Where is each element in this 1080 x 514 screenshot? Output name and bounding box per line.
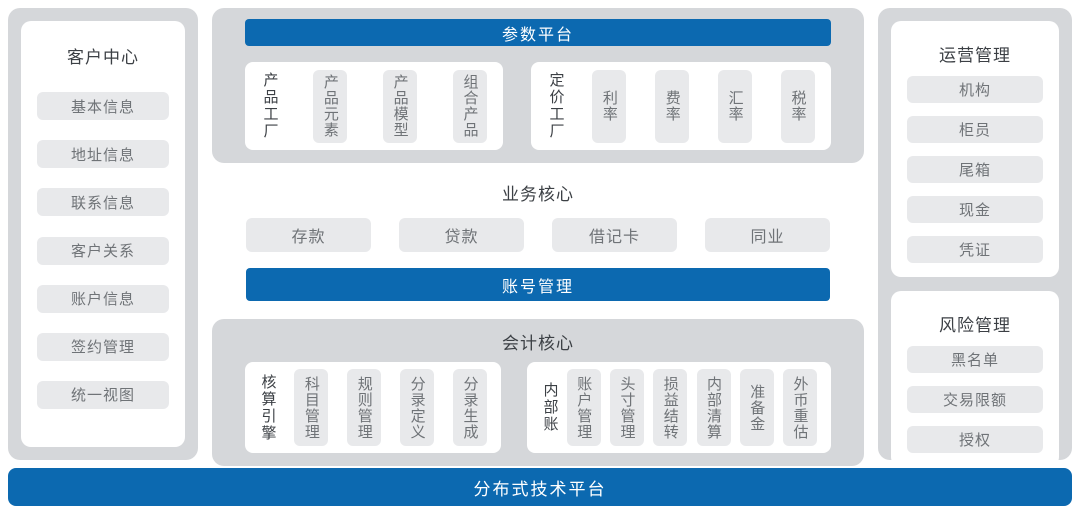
business-core-items: 存款 贷款 借记卡 同业 bbox=[246, 218, 830, 252]
risk-mgmt-card: 风险管理 黑名单 交易限额 授权 bbox=[891, 291, 1059, 467]
pricing-factory-card: 定价工厂 利率 费率 汇率 税率 bbox=[531, 62, 831, 150]
account-mgmt-bar: 账号管理 bbox=[246, 268, 830, 301]
diagram-body: 客户中心 基本信息 地址信息 联系信息 客户关系 账户信息 签约管理 统一视图 … bbox=[8, 8, 1072, 467]
risk-mgmt-title: 风险管理 bbox=[939, 316, 1011, 335]
chip-fx-revaluation-label: 外币重估 bbox=[791, 375, 809, 440]
chip-tax-rate: 税率 bbox=[781, 69, 815, 143]
product-factory-card: 产品工厂 产品元素 产品模型 组合产品 bbox=[245, 62, 503, 150]
chip-account-info: 账户信息 bbox=[37, 284, 169, 313]
accounting-cards-row: 核算引擎 科目管理 规则管理 分录定义 分录生成 内部账 账户管理 头寸管理 损… bbox=[245, 362, 831, 453]
chip-teller: 柜员 bbox=[907, 116, 1043, 143]
chip-entry-definition-label: 分录定义 bbox=[408, 375, 426, 440]
chip-entry-generation: 分录生成 bbox=[453, 369, 487, 446]
operations-mgmt-title: 运营管理 bbox=[939, 46, 1011, 65]
chip-subject-mgmt: 科目管理 bbox=[294, 369, 329, 446]
chip-cash-box: 尾箱 bbox=[907, 156, 1043, 183]
chip-reserve-fund-label: 准备金 bbox=[748, 383, 766, 432]
chip-blacklist: 黑名单 bbox=[907, 346, 1043, 373]
chip-subject-mgmt-label: 科目管理 bbox=[302, 375, 320, 440]
operations-mgmt-items: 机构 柜员 尾箱 现金 凭证 bbox=[907, 76, 1043, 263]
chip-entry-generation-label: 分录生成 bbox=[461, 375, 479, 440]
customer-center-panel: 客户中心 基本信息 地址信息 联系信息 客户关系 账户信息 签约管理 统一视图 bbox=[8, 8, 198, 460]
chip-organization: 机构 bbox=[907, 76, 1043, 103]
chip-reserve-fund: 准备金 bbox=[739, 369, 774, 446]
chip-exchange-rate-label: 汇率 bbox=[726, 90, 744, 122]
chip-position-mgmt-label: 头寸管理 bbox=[618, 375, 636, 440]
chip-address-info: 地址信息 bbox=[37, 140, 169, 169]
chip-product-model: 产品模型 bbox=[383, 69, 418, 143]
chip-contract-mgmt: 签约管理 bbox=[37, 332, 169, 361]
chip-loan: 贷款 bbox=[399, 218, 524, 252]
chip-interest-rate: 利率 bbox=[592, 69, 627, 143]
chip-product-element: 产品元素 bbox=[313, 69, 348, 143]
chip-customer-relation: 客户关系 bbox=[37, 236, 169, 265]
chip-tax-rate-label: 税率 bbox=[789, 90, 807, 122]
accounting-core-panel: 会计核心 核算引擎 科目管理 规则管理 分录定义 分录生成 内部账 账户管理 头… bbox=[212, 319, 864, 466]
right-column-panel: 运营管理 机构 柜员 尾箱 现金 凭证 风险管理 黑名单 交易限额 授权 bbox=[878, 8, 1072, 467]
chip-account-mgmt: 账户管理 bbox=[566, 369, 601, 446]
chip-pnl-carryover: 损益结转 bbox=[653, 369, 688, 446]
customer-center-card: 客户中心 基本信息 地址信息 联系信息 客户关系 账户信息 签约管理 统一视图 bbox=[21, 21, 185, 447]
chip-basic-info: 基本信息 bbox=[37, 92, 169, 121]
accounting-engine-label: 核算引擎 bbox=[259, 373, 277, 442]
accounting-engine-card: 核算引擎 科目管理 规则管理 分录定义 分录生成 bbox=[245, 362, 501, 453]
chip-interbank: 同业 bbox=[705, 218, 830, 252]
param-platform-header: 参数平台 bbox=[245, 19, 831, 46]
internal-account-label: 内部账 bbox=[541, 382, 559, 433]
chip-exchange-rate: 汇率 bbox=[718, 69, 753, 143]
internal-account-card: 内部账 账户管理 头寸管理 损益结转 内部清算 准备金 外币重估 bbox=[527, 362, 831, 453]
chip-internal-clearing-label: 内部清算 bbox=[705, 375, 722, 440]
business-core-section: 业务核心 存款 贷款 借记卡 同业 bbox=[212, 180, 864, 252]
chip-cash: 现金 bbox=[907, 196, 1043, 223]
chip-product-combo-label: 组合产品 bbox=[461, 74, 479, 138]
chip-unified-view: 统一视图 bbox=[37, 380, 169, 409]
chip-fee-rate-label: 费率 bbox=[663, 90, 681, 122]
chip-voucher: 凭证 bbox=[907, 236, 1043, 263]
chip-product-element-label: 产品元素 bbox=[321, 74, 339, 138]
business-core-title: 业务核心 bbox=[502, 185, 574, 204]
chip-product-combo: 组合产品 bbox=[452, 69, 487, 143]
accounting-core-title: 会计核心 bbox=[502, 334, 574, 353]
chip-fx-revaluation: 外币重估 bbox=[783, 369, 817, 446]
chip-rule-mgmt-label: 规则管理 bbox=[355, 375, 373, 440]
product-factory-label: 产品工厂 bbox=[261, 72, 279, 140]
pricing-factory-label: 定价工厂 bbox=[547, 72, 565, 140]
chip-pnl-carryover-label: 损益结转 bbox=[661, 375, 679, 440]
param-platform-panel: 参数平台 产品工厂 产品元素 产品模型 组合产品 定价工厂 利率 费率 汇率 税… bbox=[212, 8, 864, 163]
chip-contact-info: 联系信息 bbox=[37, 188, 169, 217]
chip-authorization: 授权 bbox=[907, 426, 1043, 453]
distributed-tech-platform-bar: 分布式技术平台 bbox=[8, 468, 1072, 506]
chip-position-mgmt: 头寸管理 bbox=[610, 369, 644, 446]
factory-row: 产品工厂 产品元素 产品模型 组合产品 定价工厂 利率 费率 汇率 税率 bbox=[245, 62, 831, 150]
chip-deposit: 存款 bbox=[246, 218, 371, 252]
chip-product-model-label: 产品模型 bbox=[391, 74, 409, 138]
chip-interest-rate-label: 利率 bbox=[600, 90, 618, 122]
chip-account-mgmt-label: 账户管理 bbox=[575, 375, 593, 440]
customer-center-items: 基本信息 地址信息 联系信息 客户关系 账户信息 签约管理 统一视图 bbox=[37, 72, 169, 429]
risk-mgmt-items: 黑名单 交易限额 授权 bbox=[907, 346, 1043, 453]
chip-entry-definition: 分录定义 bbox=[400, 369, 435, 446]
chip-debit-card: 借记卡 bbox=[552, 218, 677, 252]
customer-center-title: 客户中心 bbox=[67, 48, 139, 67]
chip-rule-mgmt: 规则管理 bbox=[347, 369, 382, 446]
operations-mgmt-card: 运营管理 机构 柜员 尾箱 现金 凭证 bbox=[891, 21, 1059, 277]
chip-internal-clearing: 内部清算 bbox=[696, 369, 731, 446]
chip-transaction-limit: 交易限额 bbox=[907, 386, 1043, 413]
chip-fee-rate: 费率 bbox=[655, 69, 690, 143]
core-column: 参数平台 产品工厂 产品元素 产品模型 组合产品 定价工厂 利率 费率 汇率 税… bbox=[212, 8, 864, 466]
